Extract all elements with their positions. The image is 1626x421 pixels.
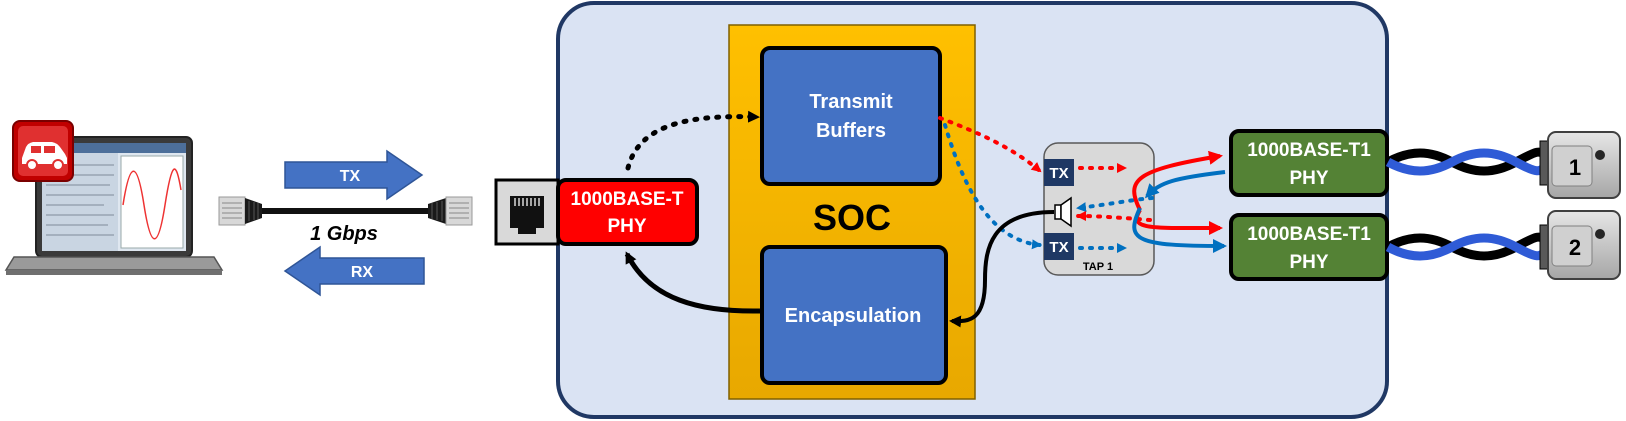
phy-t1-1-line2: PHY: [1289, 168, 1328, 189]
crossover-red-top: [1132, 150, 1223, 211]
car-app-icon: [12, 120, 74, 182]
flow-arrow-encap-to-phy: [624, 251, 761, 314]
connector-2-label: 2: [1569, 235, 1581, 260]
rx-arrow-label: RX: [351, 264, 374, 281]
encapsulation-label: Encapsulation: [785, 305, 922, 327]
tx-arrow-label: TX: [340, 168, 361, 185]
tx-feed-red: [938, 116, 1042, 173]
transmit-buffers-block: Transmit Buffers: [760, 46, 942, 186]
flow-arrow-tap-to-encap: [949, 210, 1055, 328]
rj45-port-icon: [494, 178, 560, 246]
transmit-buffers-line2: Buffers: [816, 120, 886, 142]
transmit-buffers-line1: Transmit: [809, 91, 893, 113]
phy-1000base-t-line2: PHY: [607, 216, 646, 237]
twisted-pair-1: [1385, 147, 1549, 176]
phy-1000base-t1-2: 1000BASE-T1 PHY: [1229, 213, 1389, 281]
tap-tx-top-label: TX: [1049, 165, 1068, 182]
crossover-blue-bottom: [1132, 207, 1227, 253]
phy-1000base-t1-1: 1000BASE-T1 PHY: [1229, 129, 1389, 197]
rx-arrow: RX: [283, 245, 425, 297]
link-speed-label: 1 Gbps: [310, 223, 378, 245]
phy-1000base-t-line1: 1000BASE-T: [571, 189, 684, 210]
twisted-pair-2: [1385, 232, 1549, 261]
soc-label: SOC: [813, 197, 891, 238]
tap-receiver-icon: [1054, 196, 1072, 228]
phy-t1-2-line2: PHY: [1289, 252, 1328, 273]
phy-t1-1-line1: 1000BASE-T1: [1247, 140, 1371, 161]
ethernet-cable: [218, 196, 473, 226]
tap-tx-bottom: TX: [1044, 233, 1074, 260]
phy-1000base-t: 1000BASE-T PHY: [556, 178, 699, 246]
flow-arrow-phy-to-buffers: [625, 110, 760, 171]
encapsulation-block: Encapsulation: [760, 245, 948, 385]
tap-1: TAP 1 TX TX: [1043, 142, 1155, 276]
tap-tx-top: TX: [1044, 159, 1074, 186]
crossover-blue-top: [1144, 170, 1226, 199]
connector-1: 1: [1539, 131, 1621, 199]
phy-t1-2-line1: 1000BASE-T1: [1247, 224, 1371, 245]
tap-tx-bottom-label: TX: [1049, 239, 1068, 256]
tx-feed-blue: [943, 123, 1042, 250]
connector-2: 2: [1539, 210, 1621, 280]
tx-arrow: TX: [284, 149, 424, 201]
tap-label: TAP 1: [1083, 261, 1113, 273]
connector-1-label: 1: [1569, 155, 1581, 180]
